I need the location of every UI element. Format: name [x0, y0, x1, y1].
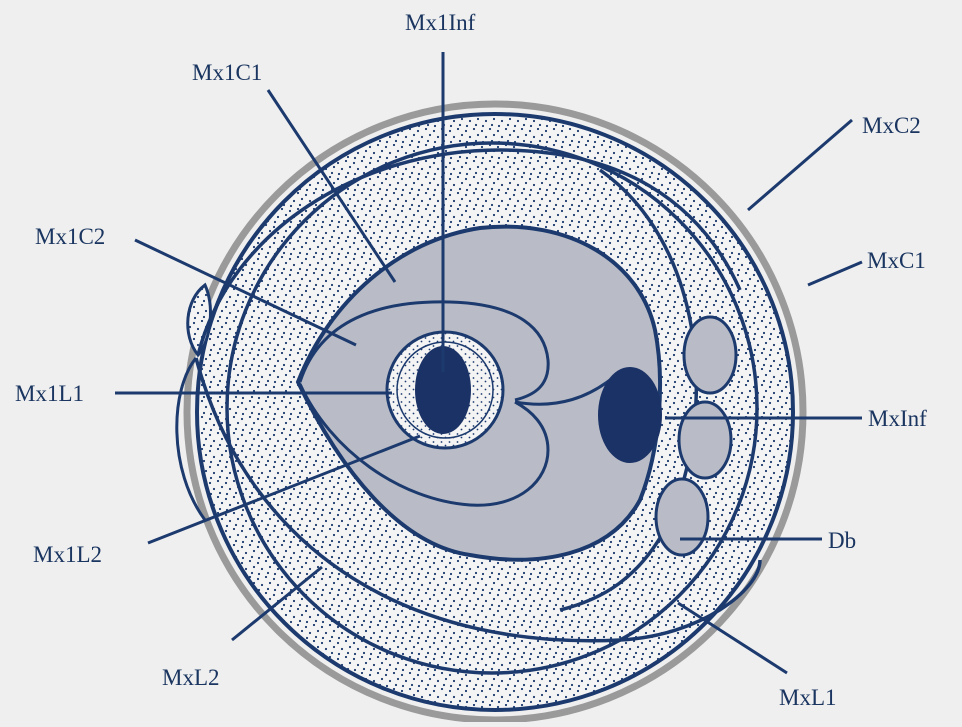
label-mx1c2: Mx1C2 — [35, 224, 105, 249]
label-mxinf: MxInf — [868, 406, 927, 431]
mxinf-nerve — [598, 367, 662, 463]
db-oval-3 — [656, 479, 708, 555]
label-mx1c1: Mx1C1 — [192, 60, 262, 85]
label-mx1l2: Mx1L2 — [33, 542, 102, 567]
label-mx1l1: Mx1L1 — [15, 381, 84, 406]
leader-mxc2 — [748, 120, 852, 210]
label-db: Db — [828, 528, 856, 553]
label-mxc1: MxC1 — [867, 248, 926, 273]
leader-mxc1 — [808, 262, 862, 285]
label-mxl1: MxL1 — [779, 685, 837, 710]
label-mx1inf: Mx1Inf — [405, 10, 476, 35]
label-mxc2: MxC2 — [862, 113, 921, 138]
label-mxl2: MxL2 — [162, 665, 220, 690]
db-oval-2 — [679, 402, 731, 478]
db-oval-1 — [684, 317, 736, 393]
